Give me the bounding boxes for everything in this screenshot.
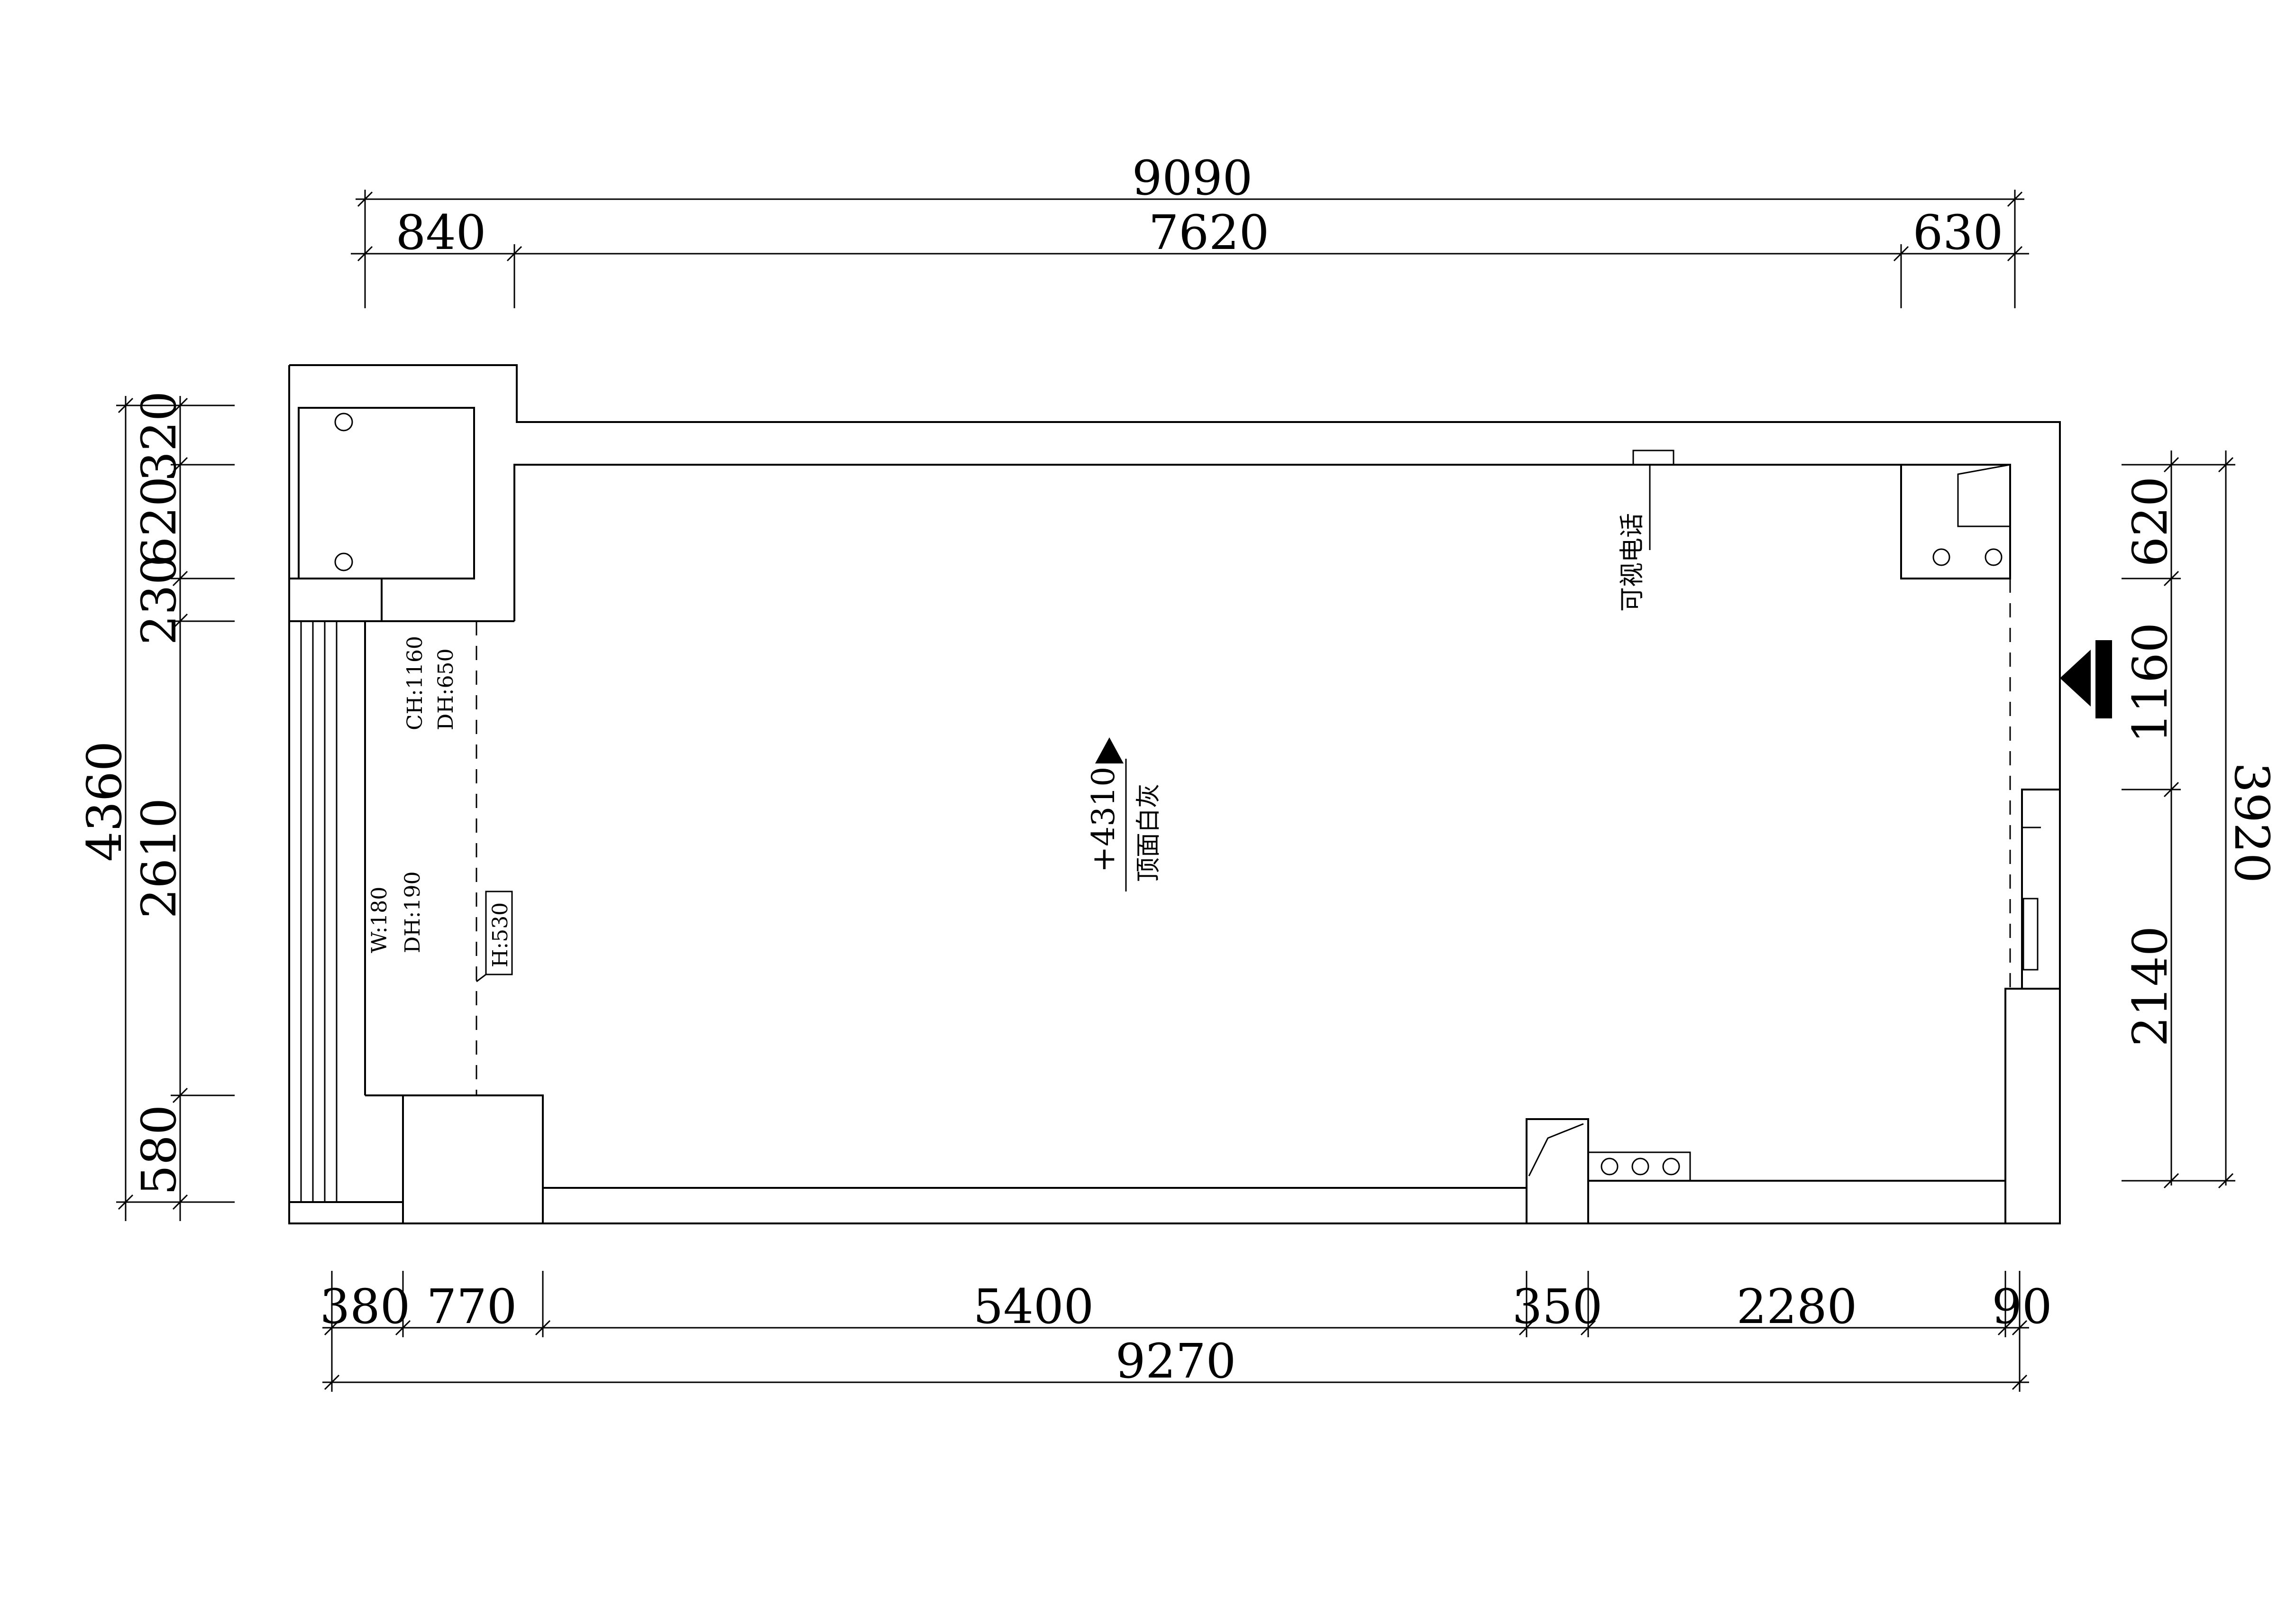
dim-bottom-segment-2: 770	[427, 1279, 517, 1334]
dim-bottom-segment-1: 380	[320, 1279, 411, 1334]
dim-left-segment-5: 580	[131, 1105, 187, 1195]
dim-top-segment-2: 7620	[1149, 205, 1270, 260]
dim-left-segment-1: 320	[131, 391, 187, 482]
outlet-icon	[1631, 1158, 1649, 1176]
appliance-icon	[1528, 1123, 1584, 1176]
window-h-label: H:530	[488, 902, 512, 967]
window-h-leader	[476, 974, 486, 983]
dim-right-segment-1: 620	[2122, 477, 2178, 567]
walls	[288, 364, 2061, 1224]
dim-right-total: 3920	[2224, 763, 2279, 883]
outlet-icon	[1662, 1158, 1680, 1176]
bottom-dimension-lines	[322, 1271, 2029, 1392]
dim-left-segment-2: 620	[131, 477, 187, 567]
entrance-arrow-icon	[2060, 640, 2112, 718]
dim-top-total: 9090	[1132, 150, 1253, 206]
dim-right-segment-3: 2140	[2122, 926, 2178, 1047]
dim-bottom-segment-5: 2280	[1737, 1279, 1857, 1334]
dim-bottom-segment-4: 350	[1512, 1279, 1603, 1334]
dim-left-segment-4: 2610	[131, 798, 187, 919]
window-dh-label: DH:650	[434, 649, 458, 730]
window-w-label: W:180	[367, 887, 392, 953]
level-triangle-icon	[1095, 737, 1124, 763]
window-h-box	[485, 891, 513, 975]
outlet-strip	[1587, 1151, 1691, 1182]
dim-bottom-total: 9270	[1116, 1333, 1236, 1389]
window-ch-label: CH:1160	[403, 636, 427, 730]
right-dimension-lines	[2122, 450, 2235, 1189]
outlet-icon	[334, 413, 353, 432]
dim-left-segment-3: 230	[131, 555, 187, 645]
dim-top-segment-1: 840	[396, 205, 486, 260]
intercom-box	[1632, 450, 1674, 466]
window-dh2-label: DH:190	[401, 872, 425, 953]
outlet-icon	[334, 552, 353, 571]
dim-top-segment-3: 630	[1913, 205, 2003, 260]
ceiling-height-label: +4310	[1085, 767, 1122, 873]
dim-left-total: 4360	[77, 741, 132, 862]
left-dimension-lines	[116, 396, 235, 1221]
dim-bottom-segment-3: 5400	[973, 1279, 1094, 1334]
video-intercom-label: 可视电话	[1618, 513, 1647, 612]
outlet-icon	[1601, 1158, 1619, 1176]
dim-bottom-segment-6: 90	[1992, 1279, 2052, 1334]
top-dimension-lines	[351, 190, 2029, 308]
dim-right-segment-2: 1160	[2122, 623, 2178, 744]
ceiling-finish-label: 顶面白灰	[1134, 783, 1163, 882]
ceiling-height-marker	[1095, 737, 1127, 891]
